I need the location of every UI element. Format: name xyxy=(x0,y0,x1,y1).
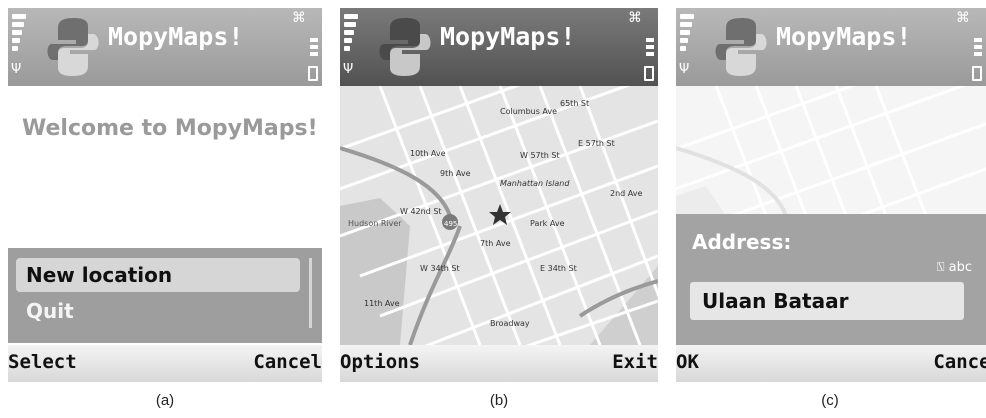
battery-icon xyxy=(308,66,318,81)
softkey-bar: Options Exit xyxy=(340,345,658,382)
map-label: 9th Ave xyxy=(440,169,471,178)
map-label: 10th Ave xyxy=(410,149,446,158)
map-label: E 57th St xyxy=(578,139,615,148)
pencil-icon: ⍂ xyxy=(936,260,949,275)
menu-item-new-location[interactable]: New location xyxy=(16,258,300,292)
signal-strength-icon xyxy=(12,14,26,54)
softkey-cancel[interactable]: Cancel xyxy=(253,351,322,373)
status-indicator-icon: ⌘ xyxy=(292,10,306,26)
app-title: MopyMaps! xyxy=(440,22,576,51)
battery-level-icon xyxy=(310,38,318,59)
app-title: MopyMaps! xyxy=(108,22,244,51)
map-view[interactable]: 495 Manhattan Island Hudson River W 57th… xyxy=(340,86,658,345)
softkey-bar: OK Cancel xyxy=(676,345,986,382)
softkey-bar: Select Cancel xyxy=(8,345,322,382)
address-input[interactable]: Ulaan Bataar xyxy=(690,282,964,320)
python-logo-icon xyxy=(379,18,431,76)
app-title: MopyMaps! xyxy=(776,22,912,51)
softkey-options[interactable]: Options xyxy=(340,351,421,373)
python-logo-icon xyxy=(47,18,99,76)
signal-strength-icon xyxy=(680,14,694,54)
softkey-cancel[interactable]: Cancel xyxy=(933,351,986,373)
antenna-icon: Ψ xyxy=(679,62,690,77)
antenna-icon: Ψ xyxy=(11,62,22,77)
location-star-icon[interactable] xyxy=(489,204,511,225)
battery-level-icon xyxy=(974,38,982,59)
caption-c: (c) xyxy=(821,392,839,409)
menu-scrollbar[interactable] xyxy=(309,258,312,328)
caption-b: (b) xyxy=(489,392,509,409)
map-view-background xyxy=(676,86,986,216)
options-menu: New location Quit xyxy=(8,248,322,343)
map-label-island: Manhattan Island xyxy=(500,179,570,188)
battery-icon xyxy=(644,66,654,81)
address-label: Address: xyxy=(692,230,792,254)
softkey-select[interactable]: Select xyxy=(8,351,77,373)
map-image: 495 Manhattan Island Hudson River W 57th… xyxy=(340,86,658,345)
input-mode-indicator: ⍂ abc xyxy=(937,260,972,275)
input-mode-text: abc xyxy=(948,260,972,275)
map-label: 65th St xyxy=(560,99,589,108)
battery-icon xyxy=(972,66,982,81)
status-indicator-icon: ⌘ xyxy=(628,10,642,26)
antenna-icon: Ψ xyxy=(343,62,354,77)
screen-a: Ψ MopyMaps! ⌘ Welcome to MopyMaps! New l… xyxy=(8,8,322,382)
map-label: 7th Ave xyxy=(480,239,511,248)
app-header: Ψ MopyMaps! ⌘ xyxy=(676,8,986,86)
softkey-ok[interactable]: OK xyxy=(676,351,699,373)
softkey-exit[interactable]: Exit xyxy=(612,351,658,373)
map-label: W 42nd St xyxy=(400,207,442,216)
screen-b: Ψ MopyMaps! ⌘ xyxy=(340,8,658,382)
signal-strength-icon xyxy=(344,14,358,54)
map-label: E 34th St xyxy=(540,264,577,273)
map-label: Columbus Ave xyxy=(500,107,557,116)
map-fade-overlay xyxy=(676,86,986,216)
map-label: Broadway xyxy=(490,319,530,328)
python-logo-icon xyxy=(715,18,767,76)
caption-a: (a) xyxy=(155,392,175,409)
map-label: 11th Ave xyxy=(364,299,400,308)
app-header: Ψ MopyMaps! ⌘ xyxy=(340,8,658,86)
welcome-text: Welcome to MopyMaps! xyxy=(22,116,318,141)
screen-c: Ψ MopyMaps! ⌘ Address: ⍂ abc xyxy=(676,8,986,382)
menu-item-quit[interactable]: Quit xyxy=(26,299,74,323)
map-label-river: Hudson River xyxy=(348,219,402,228)
welcome-area: Welcome to MopyMaps! xyxy=(8,86,322,258)
map-label-route: 495 xyxy=(444,220,457,228)
address-dialog: Address: ⍂ abc Ulaan Bataar xyxy=(676,214,986,345)
app-header: Ψ MopyMaps! ⌘ xyxy=(8,8,322,86)
status-indicator-icon: ⌘ xyxy=(956,10,970,26)
battery-level-icon xyxy=(646,38,654,59)
map-label: W 34th St xyxy=(420,264,460,273)
map-label: 2nd Ave xyxy=(610,189,643,198)
map-label: W 57th St xyxy=(520,151,560,160)
map-label: Park Ave xyxy=(530,219,565,228)
